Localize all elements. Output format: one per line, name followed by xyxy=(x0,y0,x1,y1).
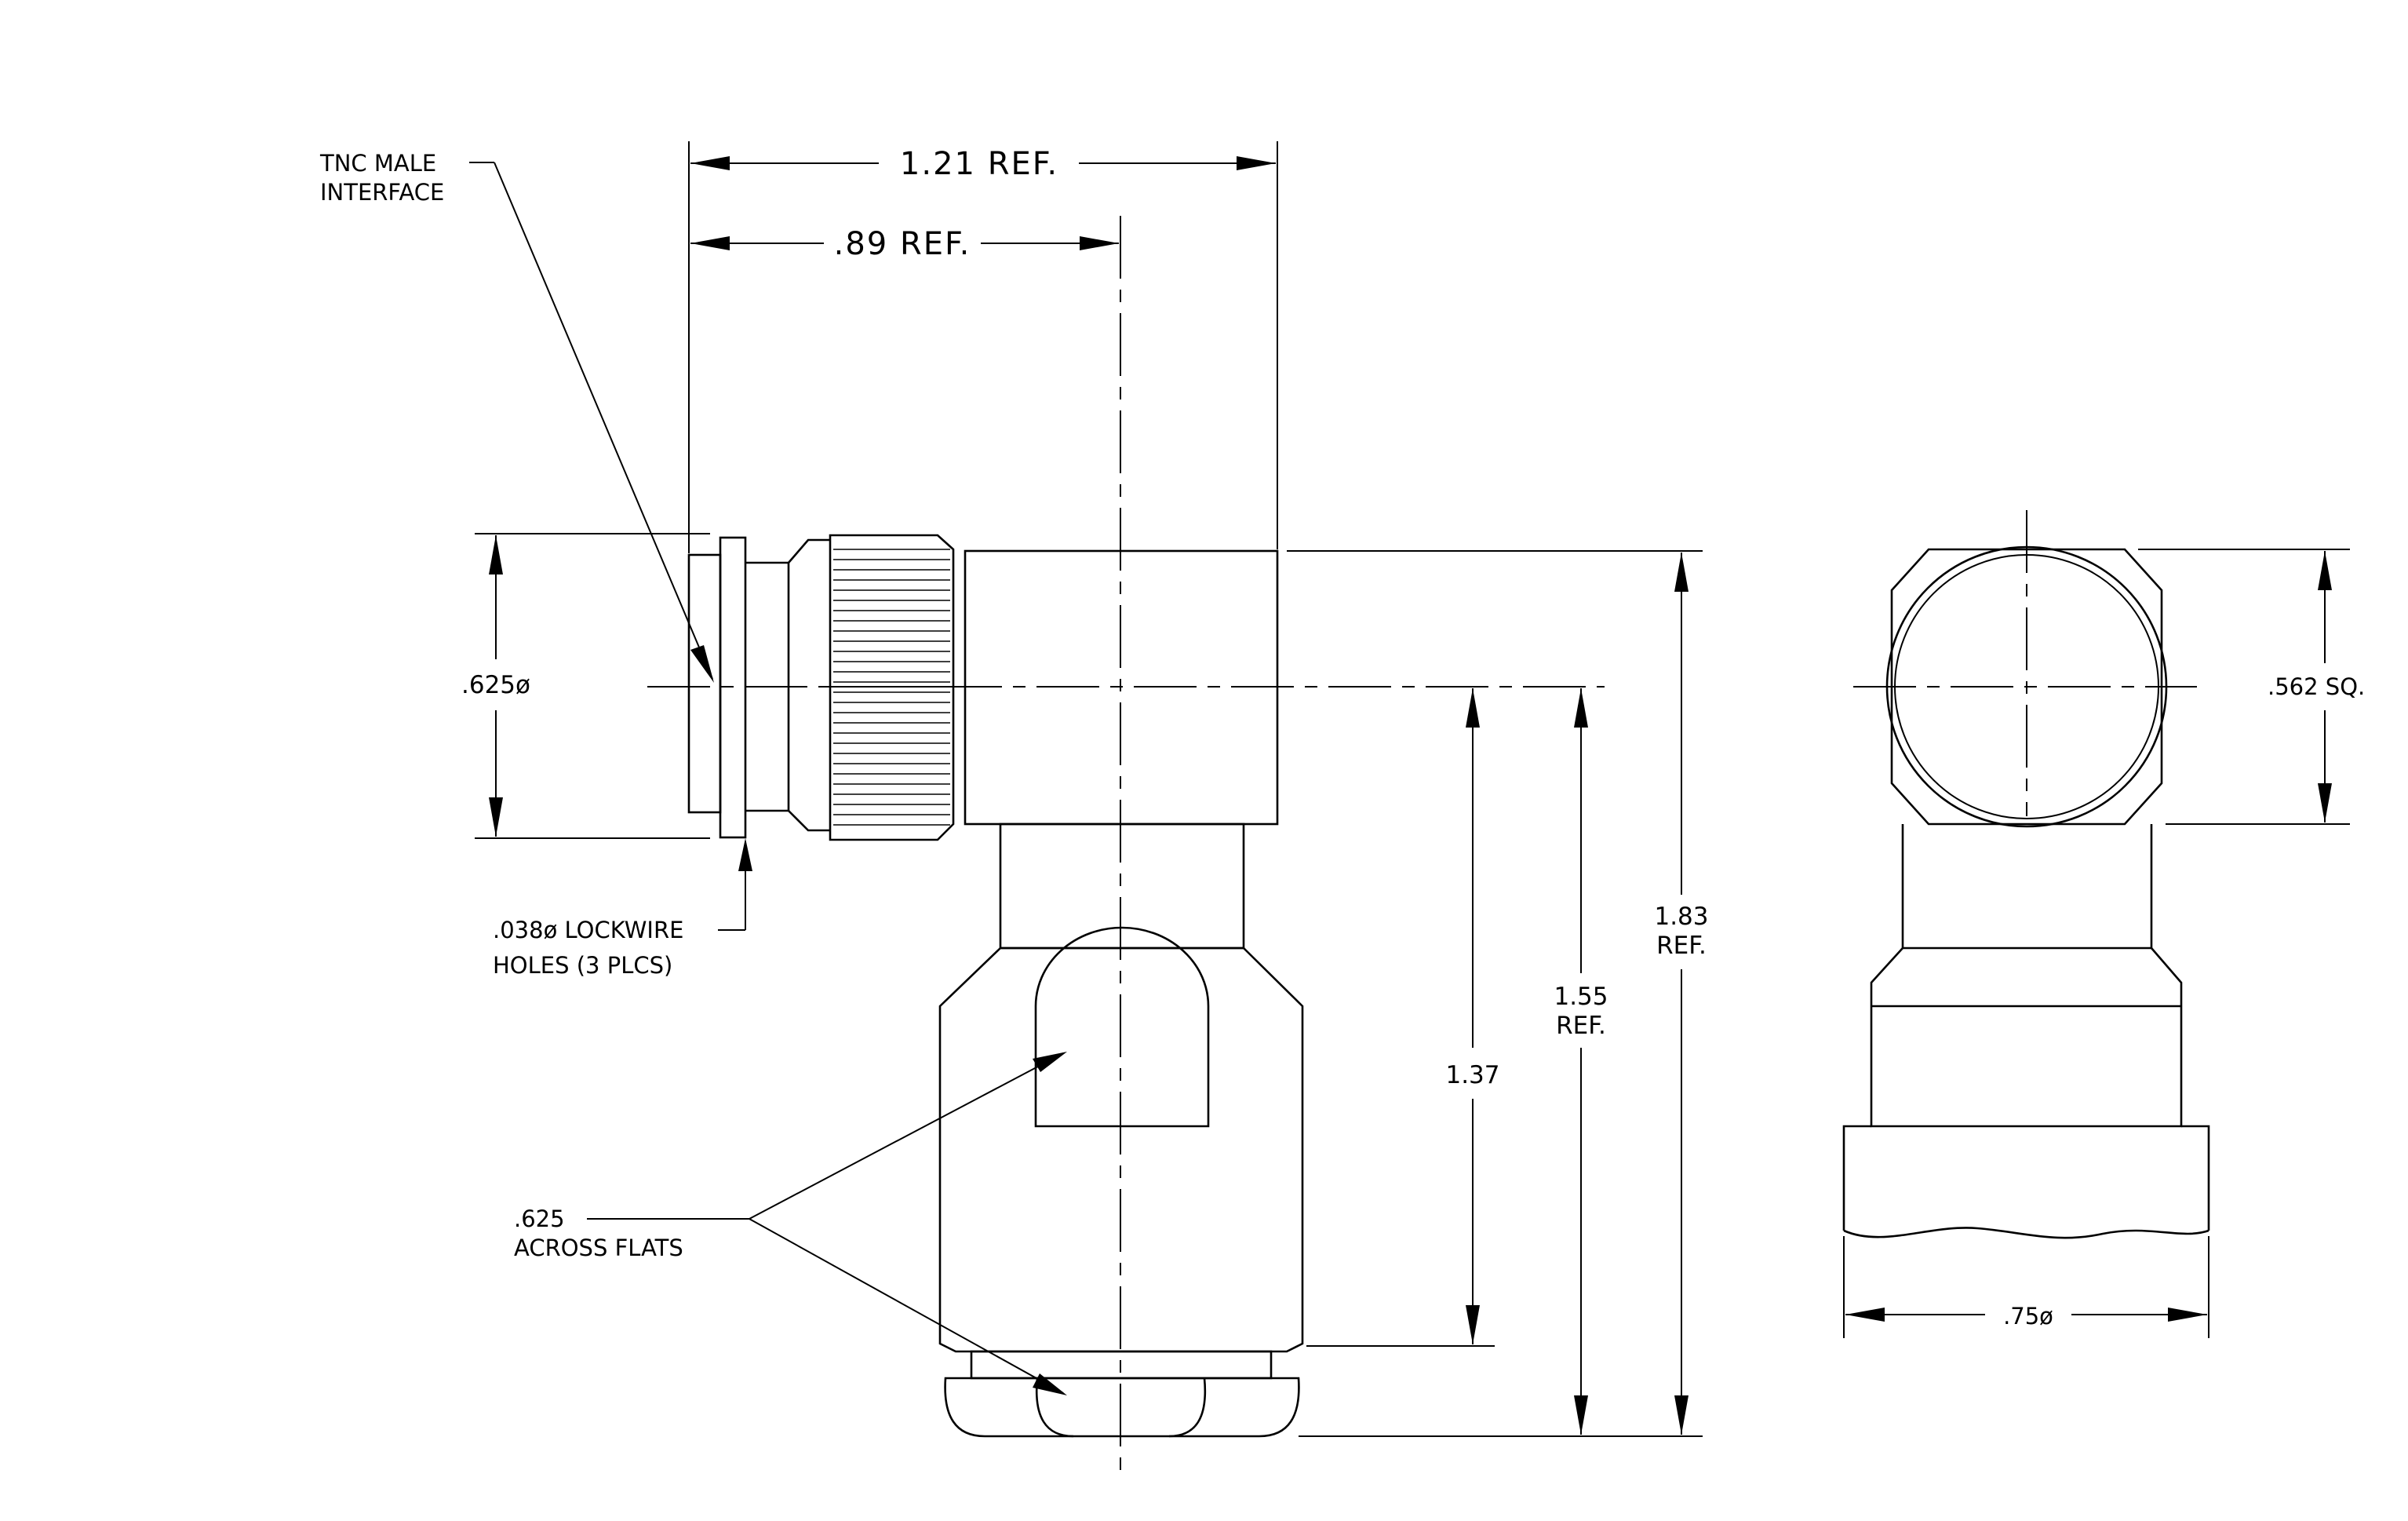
dim-coupling-diameter: .625ø xyxy=(461,533,710,839)
hex-flat xyxy=(1034,926,1210,1128)
dim-height-155-label: 1.55 xyxy=(1554,983,1608,1011)
dim-center-length-label: .89 REF. xyxy=(834,226,971,262)
dim-base-diameter-label: .75ø xyxy=(2003,1303,2053,1330)
dim-coupling-diameter-label: .625ø xyxy=(461,671,530,699)
dim-base-diameter: .75ø xyxy=(1843,1236,2209,1338)
note-across-flats: .625 ACROSS FLATS xyxy=(514,1052,1067,1395)
note-lockwire: .038ø LOCKWIRE HOLES (3 PLCS) xyxy=(493,838,752,979)
coupling-nut-circle xyxy=(1885,545,2168,828)
note-tnc-interface-line2: INTERFACE xyxy=(320,179,444,206)
end-view: .562 SQ. .75ø xyxy=(1842,510,2365,1338)
dim-body-square-label: .562 SQ. xyxy=(2268,673,2365,700)
note-tnc-interface: TNC MALE INTERFACE xyxy=(319,150,714,683)
end-view-base xyxy=(1842,1125,2210,1239)
note-across-flats-line1: .625 xyxy=(514,1205,565,1232)
end-view-hex xyxy=(1870,947,2183,1128)
dim-height-155-ref: REF. xyxy=(1556,1012,1606,1040)
dim-height-155: 1.55 REF. xyxy=(1554,688,1608,1435)
side-view: 1.21 REF. .89 REF. .625ø xyxy=(319,141,1709,1479)
dim-body-square: .562 SQ. xyxy=(2138,549,2365,825)
coupling-nut-inner-circle xyxy=(1894,554,2159,819)
dim-overall-length: 1.21 REF. xyxy=(690,146,1276,182)
end-view-neck xyxy=(1901,824,2153,950)
dim-center-length: .89 REF. xyxy=(690,226,1119,262)
dim-overall-length-label: 1.21 REF. xyxy=(900,146,1058,182)
coupling-nut xyxy=(829,534,955,841)
dim-height-183-label: 1.83 xyxy=(1654,903,1708,931)
note-across-flats-line2: ACROSS FLATS xyxy=(514,1235,683,1261)
dim-height-137: 1.37 xyxy=(1445,688,1500,1344)
dim-height-183-ref: REF. xyxy=(1656,932,1707,960)
dim-height-137-label: 1.37 xyxy=(1445,1061,1499,1089)
knurl-pattern xyxy=(833,549,950,826)
note-tnc-interface-line1: TNC MALE xyxy=(319,150,436,177)
note-lockwire-line1: .038ø LOCKWIRE xyxy=(493,917,683,943)
note-lockwire-line2: HOLES (3 PLCS) xyxy=(493,952,672,979)
ferrule xyxy=(944,1350,1300,1438)
tnc-male-interface xyxy=(687,536,830,839)
dim-height-183: 1.83 REF. xyxy=(1654,553,1709,1435)
body-neck xyxy=(999,823,1245,950)
